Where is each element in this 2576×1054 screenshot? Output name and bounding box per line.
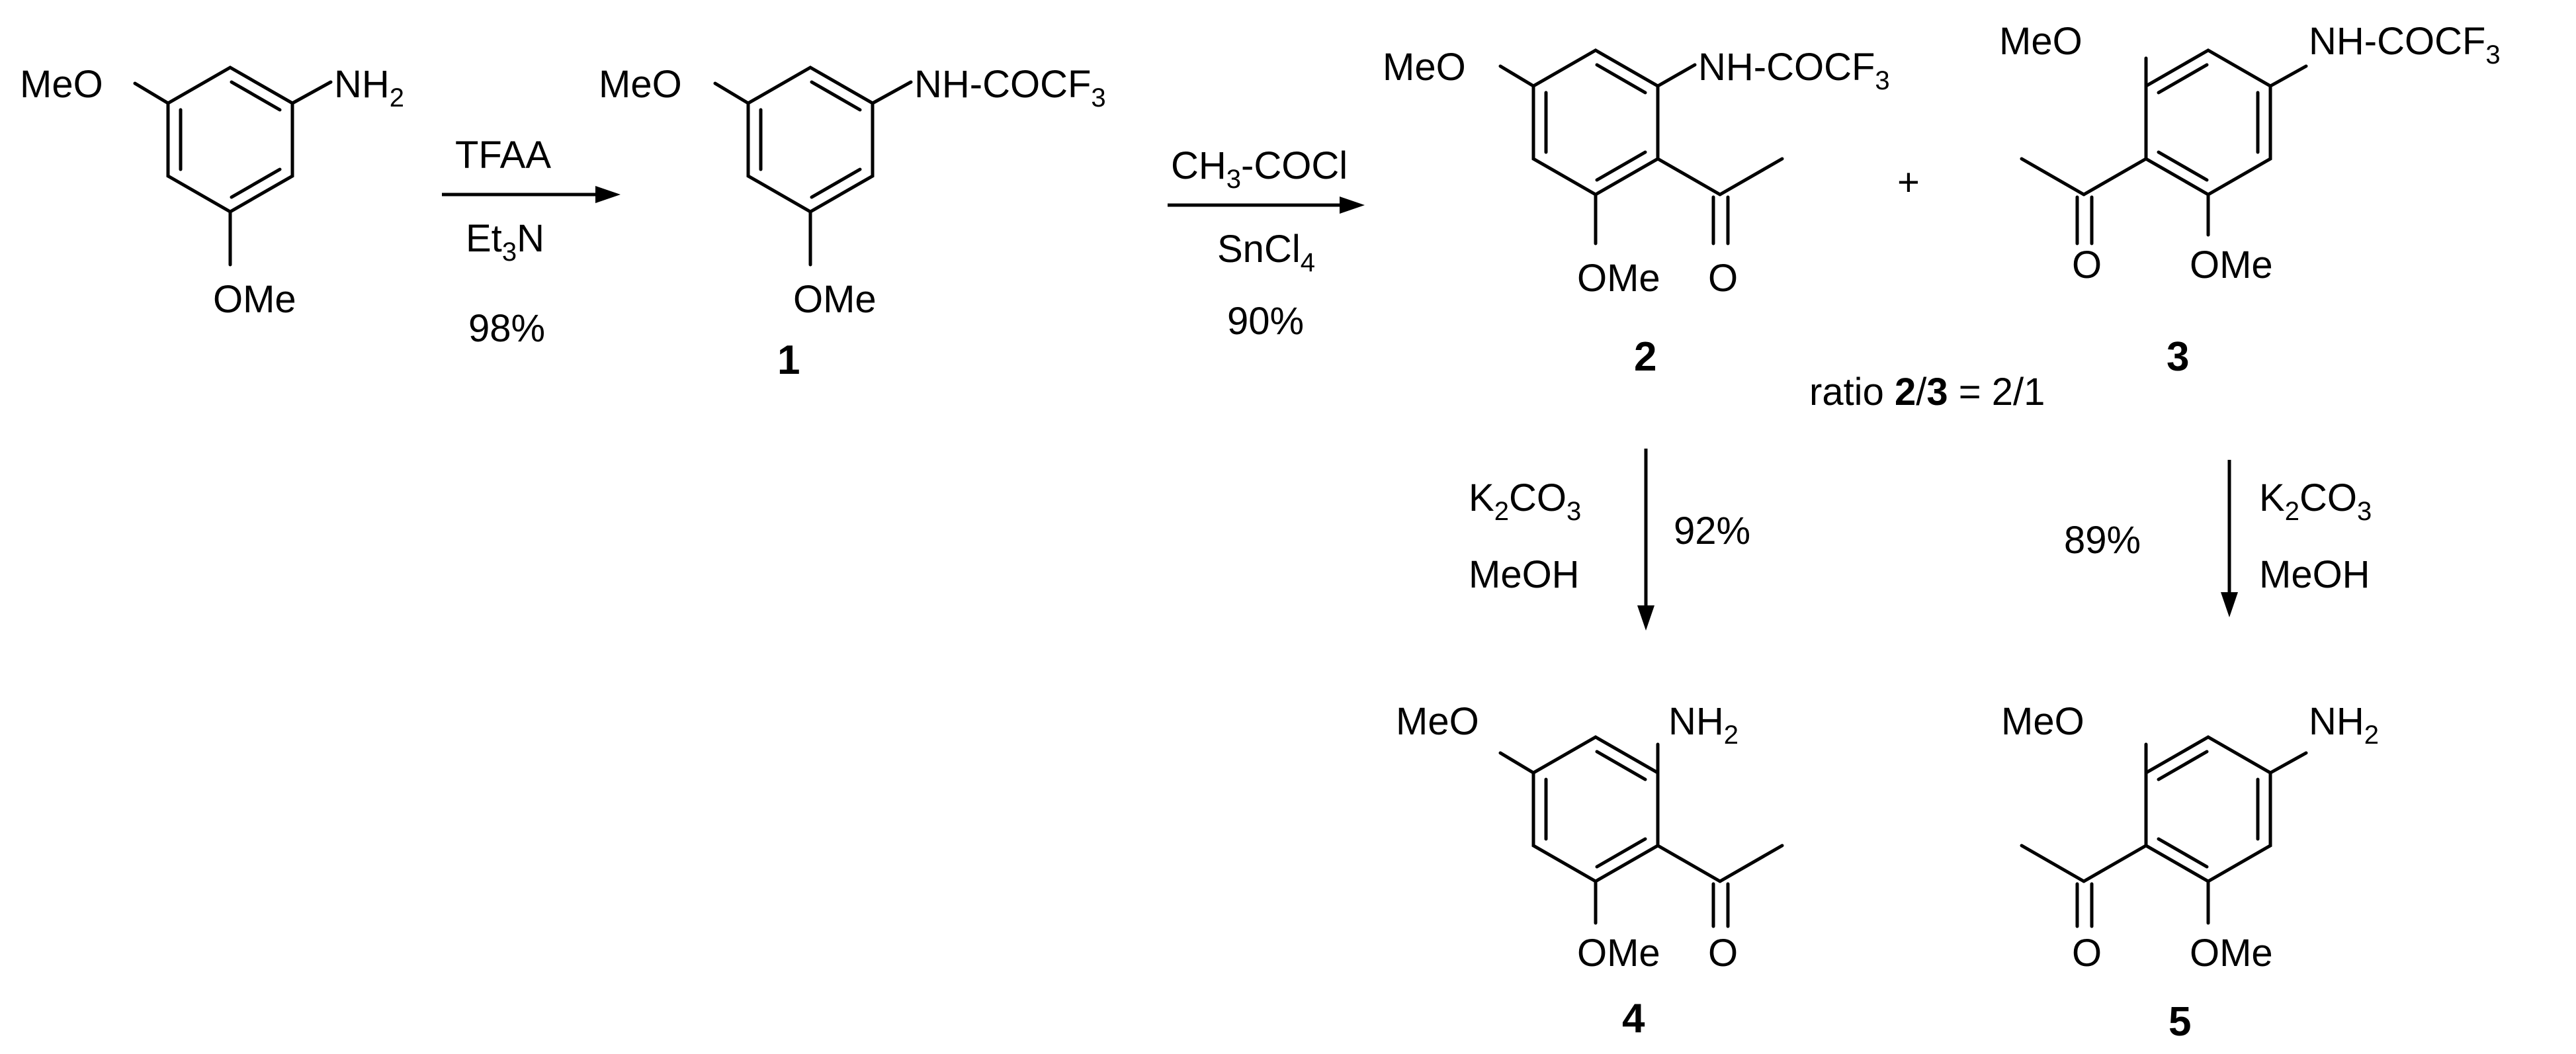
cpd5-carbonyl-oxygen: O: [2072, 932, 2102, 975]
arrow1-yield: 98%: [468, 307, 545, 350]
reaction-arrow-3: K2CO3 MeOH 92%: [1469, 449, 1750, 631]
arrow4-reagent-k2co3: K2CO3: [2259, 476, 2372, 526]
arrow2-reagent-sncl4: SnCl4: [1217, 228, 1315, 277]
cpd4-methoxy-bottom: OMe: [1577, 932, 1660, 975]
cpd2-ring: [1498, 48, 1784, 245]
ratio-label: ratio 2/3 = 2/1: [1809, 371, 2045, 414]
compound-3: MeO NH-COCF3 OMe O 3: [1999, 20, 2501, 380]
compound-5: MeO NH2 OMe O 5: [2001, 700, 2379, 1045]
compound-4: MeO NH2 OMe O 4: [1396, 700, 1784, 1041]
compound-3-number: 3: [2167, 334, 2189, 380]
cpd3-methoxy-bottom: OMe: [2190, 243, 2273, 286]
cpd4-carbonyl-oxygen: O: [1708, 932, 1738, 975]
cpd2-methoxy-bottom: OMe: [1577, 257, 1660, 300]
reaction-arrow-2: CH3-COCl SnCl4 90%: [1168, 144, 1365, 343]
starting-material: MeO NH2 OMe: [20, 63, 404, 321]
cpd5-ring: [2020, 735, 2308, 928]
arrow3-reagent-k2co3: K2CO3: [1469, 476, 1581, 526]
reaction-arrow-4: 89% K2CO3 MeOH: [2064, 460, 2372, 617]
arrow3-yield: 92%: [1674, 509, 1750, 552]
cpd1-trifluoroacetamide: NH-COCF3: [914, 63, 1106, 112]
cpd1-methoxy-top: MeO: [599, 63, 682, 106]
cpd3-methoxy-top: MeO: [1999, 20, 2082, 63]
sm-ring: [133, 66, 333, 267]
compound-5-number: 5: [2168, 999, 2191, 1045]
arrow4-reagent-meoh: MeOH: [2259, 553, 2370, 596]
arrow1-reagent-et3n: Et3N: [466, 217, 544, 267]
sm-methoxy-bottom: OMe: [213, 278, 296, 321]
cpd4-amine: NH2: [1668, 700, 1739, 750]
cpd1-methoxy-bottom: OMe: [793, 278, 877, 321]
cpd3-carbonyl-oxygen: O: [2072, 243, 2102, 286]
arrow2-reagent-acetyl-chloride: CH3-COCl: [1171, 144, 1348, 194]
reaction-arrow-1: TFAA Et3N 98%: [442, 134, 621, 350]
cpd2-methoxy-top: MeO: [1383, 46, 1466, 89]
compound-1-number: 1: [777, 337, 800, 383]
arrow2-yield: 90%: [1227, 300, 1304, 343]
compound-2-number: 2: [1634, 334, 1656, 380]
arrow4-yield: 89%: [2064, 519, 2141, 562]
compound-1: MeO NH-COCF3 OMe 1: [599, 63, 1106, 383]
sm-amine: NH2: [334, 63, 404, 112]
cpd2-trifluoroacetamide: NH-COCF3: [1698, 46, 1890, 95]
cpd1-ring: [713, 66, 913, 267]
cpd4-methoxy-top: MeO: [1396, 700, 1479, 743]
arrow3-reagent-meoh: MeOH: [1469, 553, 1580, 596]
plus-sign: +: [1897, 161, 1920, 204]
cpd3-ring: [2020, 48, 2308, 245]
compound-2: MeO NH-COCF3 OMe O 2: [1383, 46, 1890, 380]
sm-methoxy-top: MeO: [20, 63, 103, 106]
cpd5-methoxy-top: MeO: [2001, 700, 2084, 743]
arrow1-reagent-tfaa: TFAA: [455, 134, 551, 177]
compound-4-number: 4: [1622, 996, 1645, 1041]
cpd5-methoxy-bottom: OMe: [2190, 932, 2273, 975]
cpd4-ring: [1498, 735, 1784, 928]
cpd3-trifluoroacetamide: NH-COCF3: [2309, 20, 2501, 69]
cpd5-amine: NH2: [2309, 700, 2379, 750]
cpd2-carbonyl-oxygen: O: [1708, 257, 1738, 300]
